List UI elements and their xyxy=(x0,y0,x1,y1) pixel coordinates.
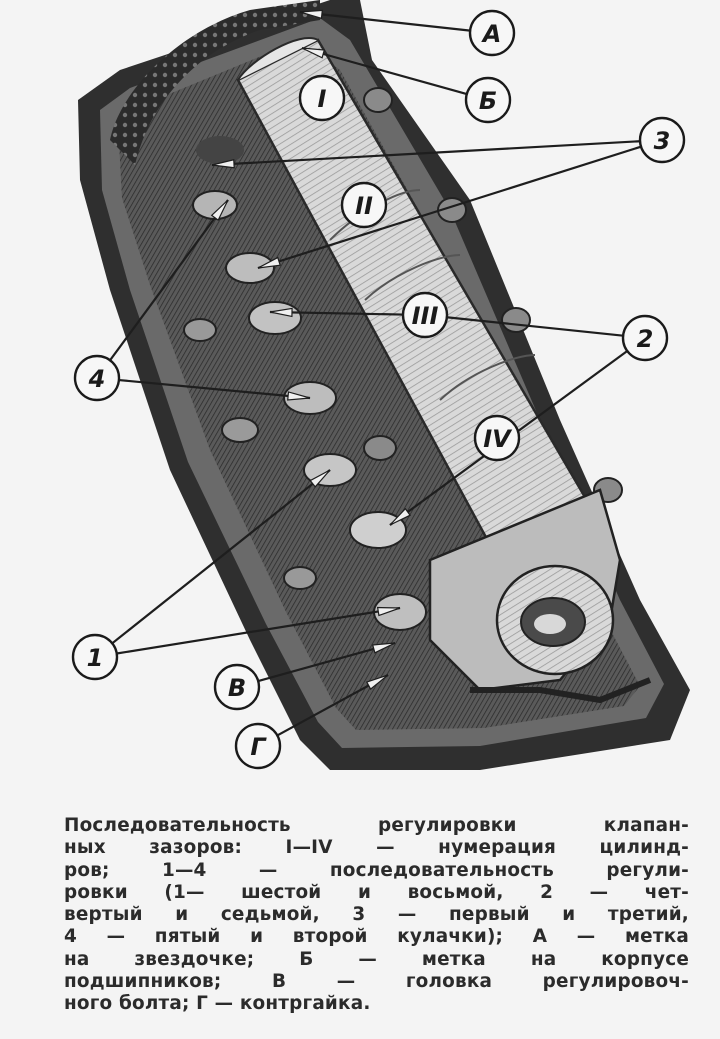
callout-label: III xyxy=(412,302,439,330)
caption-line: на звездочке; Б — метка на корпусе xyxy=(64,948,689,970)
leader-line xyxy=(116,606,401,655)
leader-line xyxy=(109,199,229,361)
callout-label: II xyxy=(355,192,373,220)
figure-caption: Последовательность регулировки клапан- н… xyxy=(64,815,689,1016)
leader-line xyxy=(301,46,468,96)
callout-label: В xyxy=(228,674,246,702)
arrowhead-icon xyxy=(365,674,389,690)
arrowhead-icon xyxy=(299,9,323,20)
callout-1: 1 xyxy=(71,633,119,681)
caption-line: ного болта; Г — контргайка. xyxy=(64,993,371,1015)
callout-label: IV xyxy=(483,425,513,453)
callout-G: Г xyxy=(234,722,282,770)
callout-2: 2 xyxy=(621,314,669,362)
leader-line xyxy=(257,641,396,683)
callout-II: II xyxy=(340,181,388,229)
caption-line: ровки (1— шестой и восьмой, 2 — чет- xyxy=(64,881,689,903)
callout-label: Б xyxy=(479,87,497,115)
arrowhead-icon xyxy=(301,47,326,59)
arrowhead-icon xyxy=(371,642,396,654)
callout-leaders xyxy=(109,9,642,737)
leader-line xyxy=(111,469,331,645)
callout-label: 3 xyxy=(654,127,671,155)
arrowhead-icon xyxy=(257,256,281,269)
caption-line: ров; 1—4 — последовательность регули- xyxy=(64,859,689,881)
arrowhead-icon xyxy=(210,199,229,221)
callout-label: I xyxy=(318,85,327,113)
callout-I: I xyxy=(298,74,346,122)
caption-line: подшипников; В — головка регулировоч- xyxy=(64,971,689,993)
caption-line: вертый и седьмой, 3 — первый и третий, xyxy=(64,904,689,926)
arrowhead-icon xyxy=(376,606,401,617)
arrowhead-icon xyxy=(309,469,331,488)
callout-B: Б xyxy=(464,76,512,124)
callout-label: 2 xyxy=(637,325,654,353)
leader-line xyxy=(257,145,642,270)
leader-line xyxy=(299,10,471,32)
callout-V: В xyxy=(213,663,261,711)
arrowhead-icon xyxy=(211,159,235,169)
caption-line: ных зазоров: I—IV — нумерация цилинд- xyxy=(64,837,689,859)
arrowhead-icon xyxy=(287,391,311,401)
callout-label: Г xyxy=(250,733,267,761)
arrowhead-icon xyxy=(389,507,412,526)
callout-III: III xyxy=(401,291,449,339)
callout-3: 3 xyxy=(638,116,686,164)
leader-line xyxy=(211,140,641,167)
callout-label: А xyxy=(481,20,502,48)
timing-chain xyxy=(110,0,320,165)
callout-A: А xyxy=(468,9,516,57)
arrowhead-icon xyxy=(269,307,293,318)
caption-line: Последовательность регулировки клапан- xyxy=(64,815,689,836)
callout-label: 4 xyxy=(88,365,106,393)
leader-line xyxy=(424,313,624,337)
callout-IV: IV xyxy=(473,414,521,462)
callout-label: 1 xyxy=(87,644,104,672)
caption-line: 4 — пятый и второй кулачки); А — метка xyxy=(64,926,689,948)
leader-line xyxy=(118,378,311,400)
callout-4: 4 xyxy=(73,354,121,402)
